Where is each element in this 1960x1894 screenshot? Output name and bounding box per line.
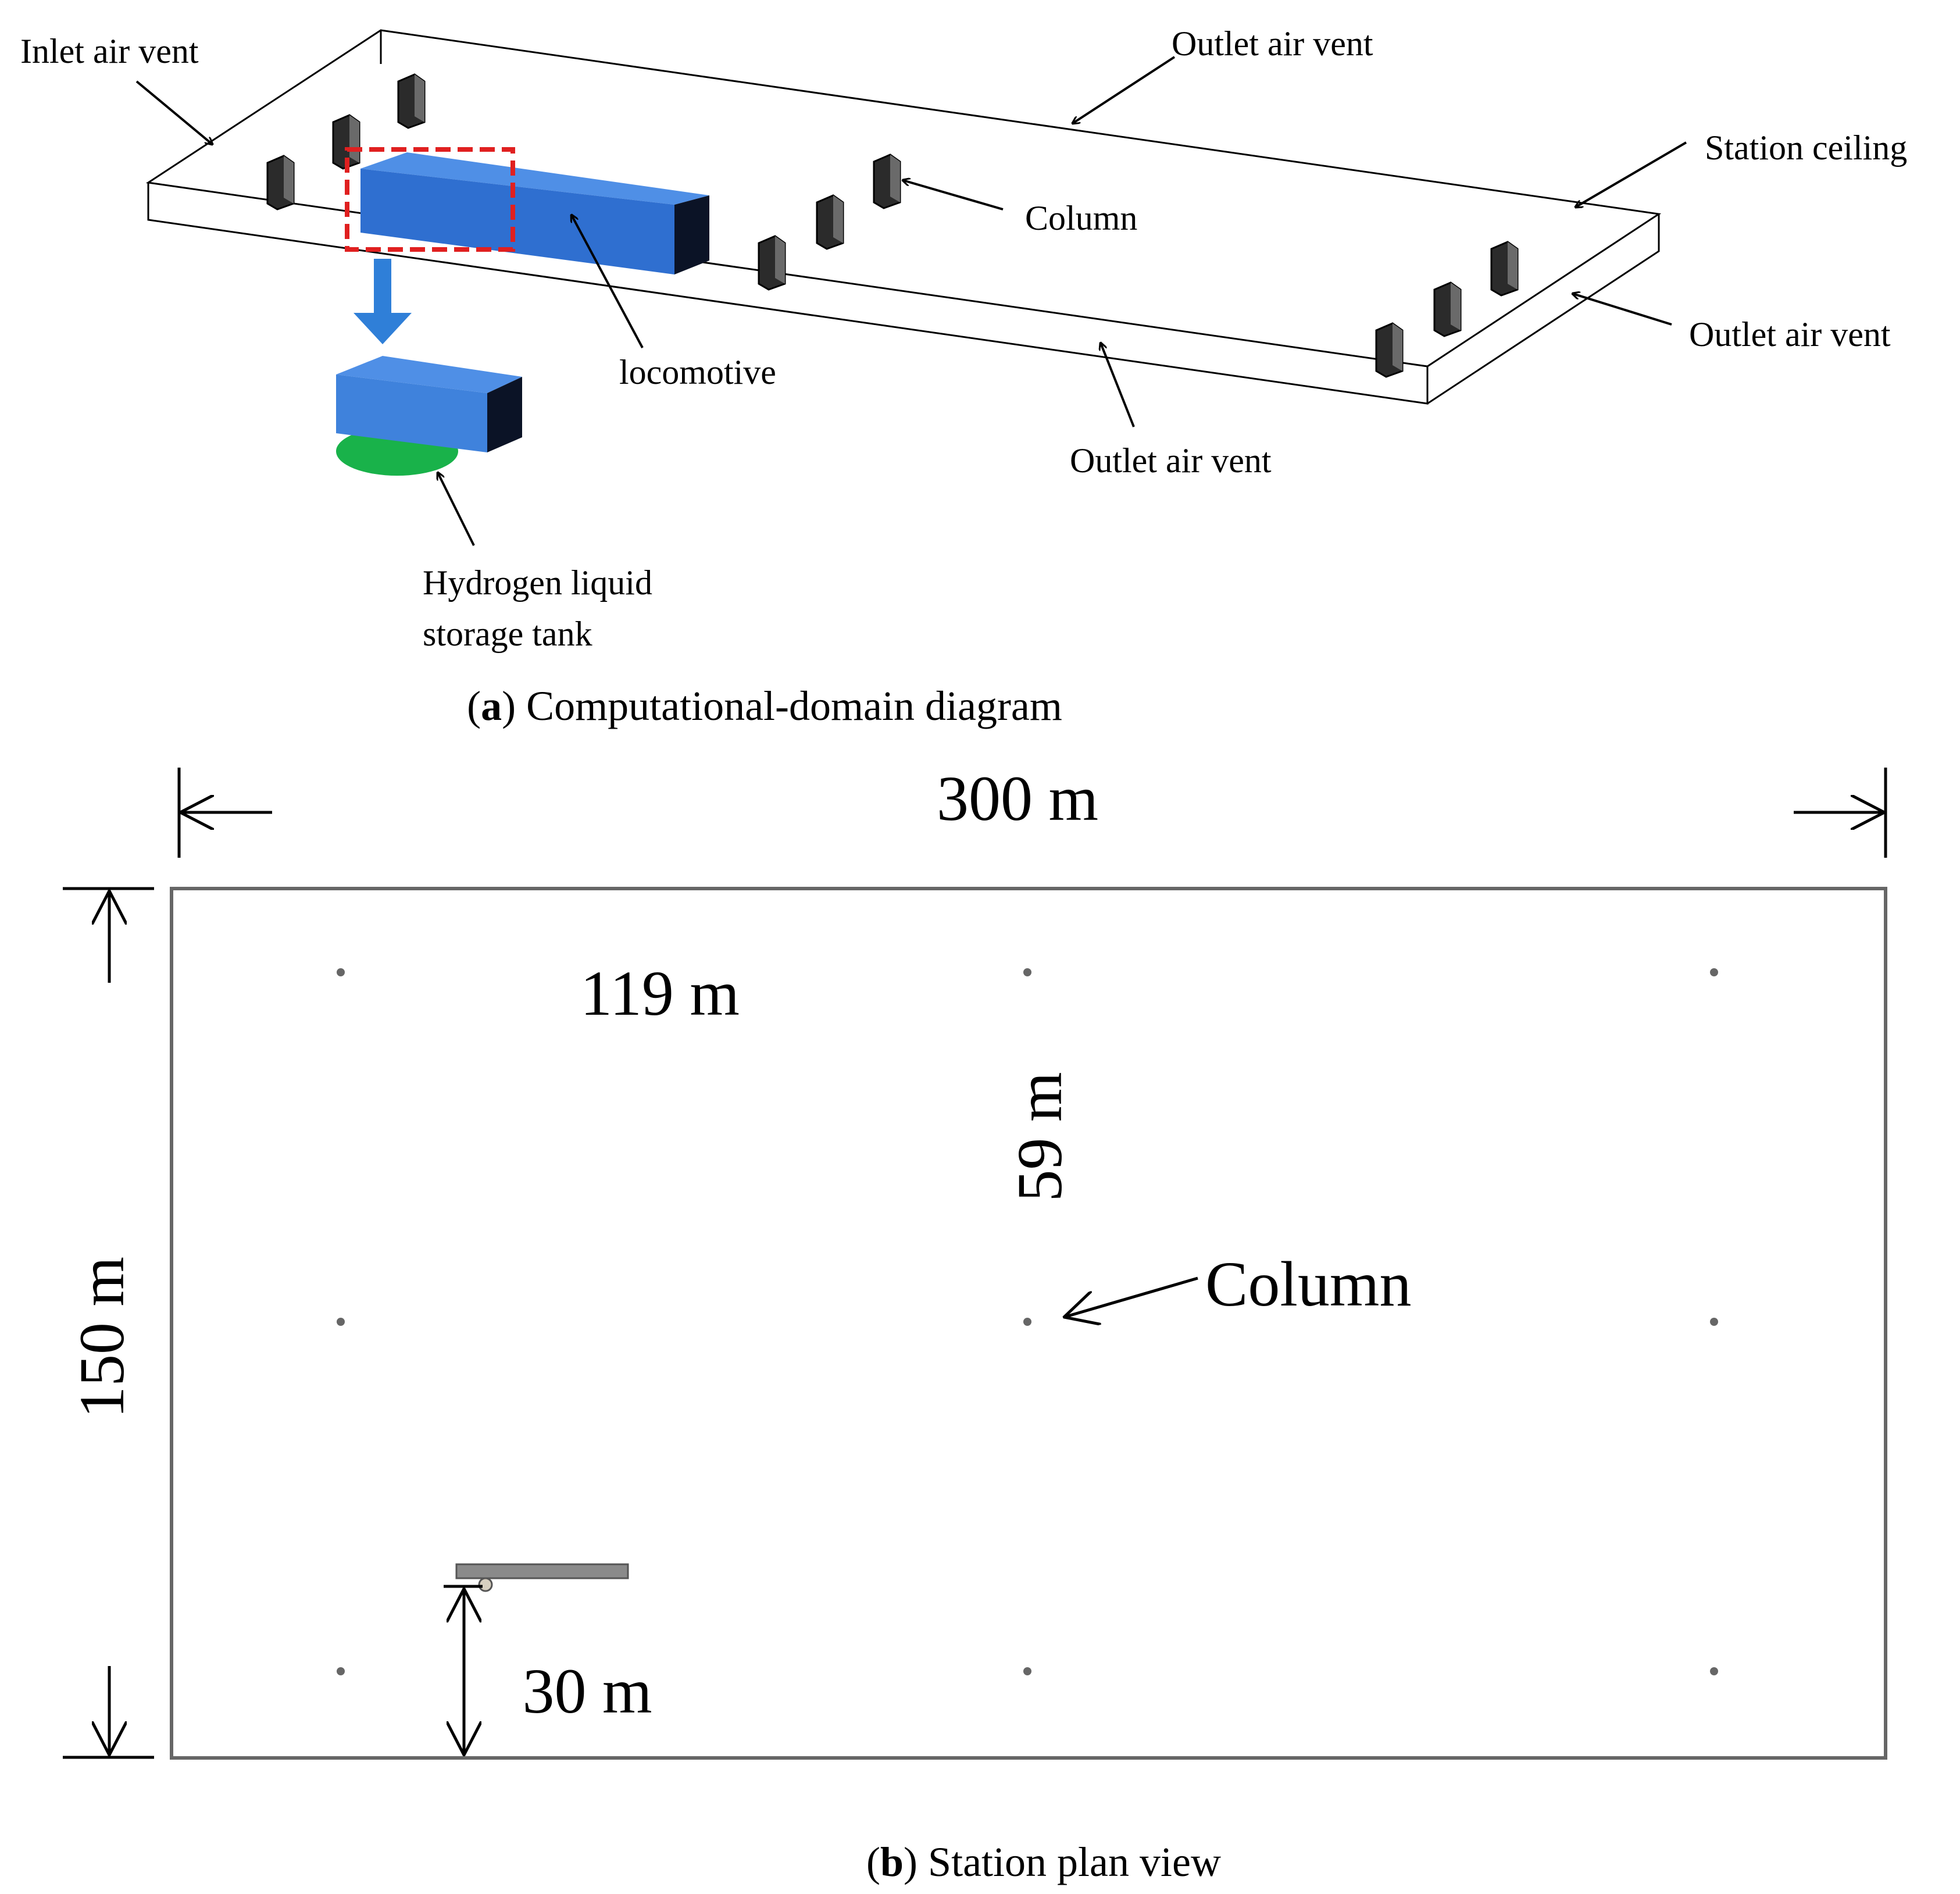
zoomed-locomotive [336,356,522,476]
height-dimension: 150 m [63,887,154,1759]
spacing-y-label: 59 m [1004,1072,1075,1201]
locomotive-end-face [674,195,709,274]
outlet-vent-top-pointer [1073,56,1176,123]
column [873,154,901,209]
column [1433,281,1462,337]
caption-a-text: Computational-domain diagram [526,683,1062,729]
locomotive-label: locomotive [619,353,776,391]
column-label-a: Column [1025,199,1137,237]
station-outline [170,887,1887,1760]
column-dot [1710,1318,1718,1326]
column [266,155,295,211]
column-dot [1023,968,1031,976]
station-ceiling-box [145,29,1662,405]
caption-b: (b) Station plan view [866,1839,1221,1885]
tank-pointer [438,473,475,546]
caption-b-letter: b [880,1839,904,1885]
outlet-air-vent-top-label: Outlet air vent [1172,24,1373,63]
column-dot [1710,968,1718,976]
height-label: 150 m [66,1257,137,1418]
column-dot [1023,1318,1031,1326]
width-dimension: 300 m [177,763,1887,858]
spacing-x-label: 119 m [580,958,740,1029]
locomotive-side-face [360,169,674,274]
inlet-vent-pointer [135,80,212,144]
plan-tank [478,1577,493,1592]
column-dot [1710,1667,1718,1675]
outlet-vent-right-pointer [1573,294,1672,326]
offset-dimension: 30 m [444,1585,652,1755]
caption-a-letter: a [481,683,502,729]
station-ceiling-label: Station ceiling [1705,129,1907,167]
inlet-air-vent-label: Inlet air vent [20,32,199,70]
column-pointer [903,180,1004,211]
column-dot [337,1667,345,1675]
plan-locomotive-body [455,1563,629,1579]
column-pointer-b [1064,1276,1198,1317]
panel-a-3d-domain: Inlet air vent Outlet air vent Station c… [20,24,1907,729]
column-label-b: Column [1205,1249,1412,1319]
column-dot [337,1318,345,1326]
locomotive-3d [360,152,709,274]
caption-b-text: Station plan view [928,1839,1221,1885]
locomotive-top-face [360,152,709,205]
tank-label-line2: storage tank [423,615,592,653]
outlet-air-vent-bottom-label: Outlet air vent [1070,441,1272,480]
panel-b-plan-view: 300 m 150 m 119 m 59 m Col [63,763,1887,1885]
ceiling-pointer [1576,141,1687,207]
column [397,73,426,129]
column-dot [337,968,345,976]
offset-label: 30 m [522,1656,652,1727]
outlet-air-vent-right-label: Outlet air vent [1689,315,1891,354]
plan-columns [337,968,1718,1675]
locomotive-pointer [572,215,644,348]
tank-label-line1: Hydrogen liquid [423,563,652,602]
width-label: 300 m [937,763,1098,834]
column [816,194,844,250]
column [758,235,786,291]
zoom-down-arrow [354,259,412,344]
column-dot [1023,1667,1031,1675]
outlet-vent-bottom-pointer [1101,343,1135,427]
column [1490,241,1519,297]
caption-a: (a) Computational-domain diagram [467,683,1062,729]
column [1375,322,1404,378]
